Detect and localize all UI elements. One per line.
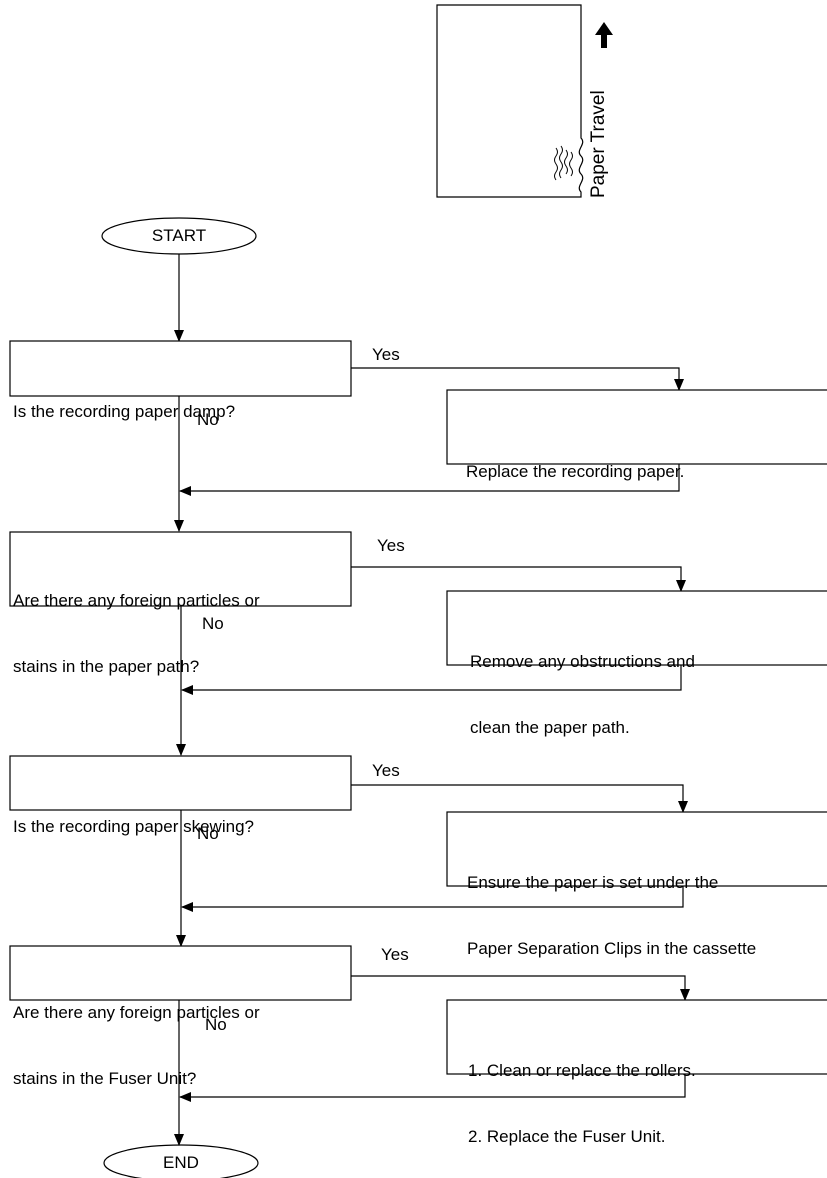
action-text-4: 1. Clean or replace the rollers. 2. Repl… <box>468 1016 696 1170</box>
question-box-2 <box>9 531 352 607</box>
no-label-3: No <box>197 824 219 843</box>
action-text-1: Replace the recording paper. <box>466 417 684 505</box>
yes-label-4: Yes <box>381 945 409 964</box>
question-line: stains in the paper path? <box>13 657 200 676</box>
action-line: Paper Separation Clips in the cassette <box>467 939 757 958</box>
return-line-2 <box>181 665 682 695</box>
action-line: Replace the recording paper. <box>466 462 685 481</box>
question-line: Are there any foreign particles or <box>13 591 260 610</box>
question-line: stains in the Fuser Unit? <box>13 1069 197 1088</box>
paper-illustration <box>436 4 613 198</box>
question-text-1: Is the recording paper damp? <box>13 357 235 445</box>
action-box-3 <box>446 811 827 887</box>
end-label: END <box>163 1153 199 1172</box>
action-line: Ensure the paper is set under the <box>467 873 719 892</box>
no-label-1: No <box>197 410 219 429</box>
yes-label-3: Yes <box>372 761 400 780</box>
question-text-4: Are there any foreign particles or stain… <box>13 958 260 1112</box>
action-text-3: Ensure the paper is set under the Paper … <box>467 828 756 982</box>
question-text-3: Is the recording paper skewing? <box>13 772 254 860</box>
action-line: 1. Clean or replace the rollers. <box>468 1061 696 1080</box>
start-label: START <box>151 226 207 245</box>
yes-branch-1 <box>351 367 684 391</box>
paper-travel-label: Paper Travel <box>588 90 609 198</box>
no-label-4: No <box>205 1015 227 1034</box>
return-line-4 <box>179 1074 686 1102</box>
paper-wrinkle-marks <box>554 145 573 181</box>
question-box-4 <box>9 945 352 1001</box>
paper-travel-arrow-icon <box>595 22 613 48</box>
action-line: clean the paper path. <box>470 718 630 737</box>
question-line: Is the recording paper skewing? <box>13 817 254 836</box>
question-line: Is the recording paper damp? <box>13 402 236 421</box>
question-box-3 <box>9 755 352 811</box>
action-box-2 <box>446 590 827 666</box>
no-label-2: No <box>202 614 224 633</box>
action-box-1 <box>446 389 827 465</box>
action-box-4 <box>446 999 827 1075</box>
yes-branch-4 <box>351 975 690 1001</box>
action-text-2: Remove any obstructions and clean the pa… <box>470 607 695 761</box>
yes-branch-3 <box>351 784 688 813</box>
return-line-3 <box>181 886 684 912</box>
yes-label-1: Yes <box>372 345 400 364</box>
return-line-1 <box>179 464 680 496</box>
question-line: Are there any foreign particles or <box>13 1003 260 1022</box>
yes-branch-2 <box>351 566 686 592</box>
action-line: 2. Replace the Fuser Unit. <box>468 1127 666 1146</box>
action-line: Remove any obstructions and <box>470 652 695 671</box>
question-text-2: Are there any foreign particles or stain… <box>13 546 260 700</box>
yes-label-2: Yes <box>377 536 405 555</box>
